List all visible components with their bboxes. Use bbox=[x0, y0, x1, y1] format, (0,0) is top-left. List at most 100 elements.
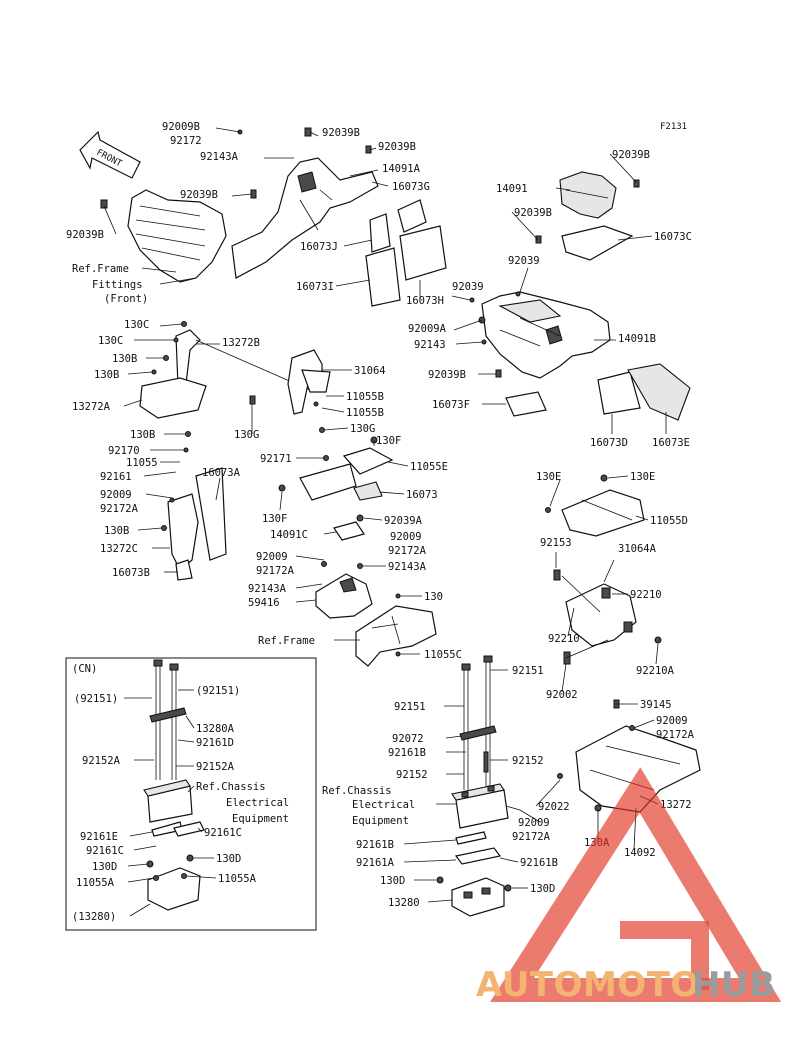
label-l47: 13272C bbox=[100, 543, 138, 555]
label-l70: 92153 bbox=[540, 537, 572, 549]
label-l2: 92172 bbox=[170, 135, 202, 147]
label-l22: 92009A bbox=[408, 323, 447, 335]
panel-14091b bbox=[481, 291, 611, 379]
seal-16073j bbox=[369, 213, 391, 253]
label-l25: 92039B bbox=[428, 369, 466, 381]
label-l65: Ref.Frame bbox=[258, 635, 315, 647]
seal-16073a bbox=[195, 467, 227, 561]
label-l51: 92171 bbox=[260, 453, 292, 465]
label-l28: 16073E bbox=[652, 437, 690, 449]
label-l75: 92002 bbox=[546, 689, 578, 701]
clip-icons-right-mid bbox=[545, 474, 662, 665]
label-l116: (13280) bbox=[72, 911, 116, 923]
label-l4: 92039B bbox=[378, 141, 416, 153]
label-l12: (Front) bbox=[104, 293, 148, 305]
label-l20: 92039 bbox=[508, 255, 540, 267]
label-l97: 130D bbox=[380, 875, 405, 887]
label-l14: 16073I bbox=[296, 281, 334, 293]
label-l110: 92161C bbox=[204, 827, 242, 839]
seal-16073 bbox=[353, 481, 383, 501]
ref-frame-center bbox=[355, 605, 437, 667]
label-l19: 16073C bbox=[654, 231, 692, 243]
label-l74: 92210A bbox=[636, 665, 675, 677]
label-l108: Equipment bbox=[232, 813, 289, 825]
label-l78: 92072 bbox=[392, 733, 424, 745]
label-l101: (92151) bbox=[196, 685, 240, 697]
label-l73: 92210 bbox=[548, 633, 580, 645]
label-l105: 92152A bbox=[196, 761, 235, 773]
label-l8: 16073G bbox=[392, 181, 430, 193]
label-l61: 92143A bbox=[248, 583, 287, 595]
label-l7: 92039B bbox=[180, 189, 218, 201]
panel-14091a bbox=[231, 157, 379, 279]
pad-92161b bbox=[455, 831, 487, 845]
label-l115: 11055A bbox=[218, 873, 257, 885]
label-l86: 92172A bbox=[512, 831, 551, 843]
label-l106: Ref.Chassis bbox=[196, 781, 266, 793]
seal-16073c bbox=[561, 225, 634, 261]
label-l45: 92172A bbox=[100, 503, 139, 515]
label-l31: 13272B bbox=[222, 337, 260, 349]
label-l85: 92009 bbox=[518, 817, 550, 829]
clip-icons-holder bbox=[321, 561, 401, 657]
label-l40: 130B bbox=[130, 429, 155, 441]
clip-icons-left bbox=[151, 321, 311, 531]
battery-bolts bbox=[461, 655, 493, 790]
label-l24: 14091B bbox=[618, 333, 656, 345]
label-l91: 13272 bbox=[660, 799, 692, 811]
label-l11: Fittings bbox=[92, 279, 143, 291]
label-l3: 92039B bbox=[322, 127, 360, 139]
label-l36: 11055B bbox=[346, 391, 384, 403]
bracket-13272c bbox=[167, 493, 199, 571]
label-l33: 130B bbox=[94, 369, 119, 381]
seal-16073e bbox=[627, 363, 691, 421]
watermark-logo: AUTOMOTO HUB bbox=[476, 767, 782, 1005]
label-l6: 14091A bbox=[382, 163, 421, 175]
front-fender-liner bbox=[127, 189, 227, 283]
clip-icons-center bbox=[278, 401, 378, 522]
clip-icons-battery bbox=[436, 751, 512, 892]
panel-14091c bbox=[333, 521, 365, 541]
label-l23: 92143 bbox=[414, 339, 446, 351]
label-l55: 92039A bbox=[384, 515, 423, 527]
label-l53: 16073 bbox=[406, 489, 438, 501]
label-l79: 92161B bbox=[388, 747, 426, 759]
label-l77: 92151 bbox=[394, 701, 426, 713]
label-l42: 11055 bbox=[126, 457, 158, 469]
label-l44: 92009 bbox=[100, 489, 132, 501]
label-l102: 13280A bbox=[196, 723, 235, 735]
label-l100: (92151) bbox=[74, 693, 118, 705]
label-l43: 92161 bbox=[100, 471, 132, 483]
label-l68: 130E bbox=[630, 471, 655, 483]
tray-13280 bbox=[451, 877, 505, 917]
label-l21: 92039 bbox=[452, 281, 484, 293]
pad-92161a bbox=[454, 847, 502, 865]
label-l90: 92172A bbox=[656, 729, 695, 741]
label-l62: 92143A bbox=[388, 561, 427, 573]
label-l30: 130C bbox=[98, 335, 123, 347]
label-l69: 11055D bbox=[650, 515, 688, 527]
label-l64: 130 bbox=[424, 591, 443, 603]
label-l95: 92161A bbox=[356, 857, 395, 869]
label-l72: 92210 bbox=[630, 589, 662, 601]
seal-16073g bbox=[397, 199, 427, 233]
label-l104: 92152A bbox=[82, 755, 121, 767]
part-labels: 92009B 92172 92039B 92039B 92143A 14091A… bbox=[66, 121, 695, 923]
label-l48: 16073B bbox=[112, 567, 150, 579]
label-l59: 92009 bbox=[256, 551, 288, 563]
label-l66: 11055C bbox=[424, 649, 462, 661]
label-l83: Electrical bbox=[352, 799, 415, 811]
label-l10: Ref.Frame bbox=[72, 263, 129, 275]
label-l5: 92143A bbox=[200, 151, 239, 163]
label-l87: 92022 bbox=[538, 801, 570, 813]
label-l109: 92161E bbox=[80, 831, 118, 843]
seal-16073d bbox=[597, 371, 641, 415]
label-l112: 130D bbox=[216, 853, 241, 865]
label-l93: 14092 bbox=[624, 847, 656, 859]
holder-59416 bbox=[315, 573, 373, 619]
watermark-triangle-icon bbox=[490, 767, 782, 1002]
inset-cn-box bbox=[65, 657, 317, 931]
bracket-11055e bbox=[299, 447, 394, 501]
label-l38: 130G bbox=[234, 429, 259, 441]
